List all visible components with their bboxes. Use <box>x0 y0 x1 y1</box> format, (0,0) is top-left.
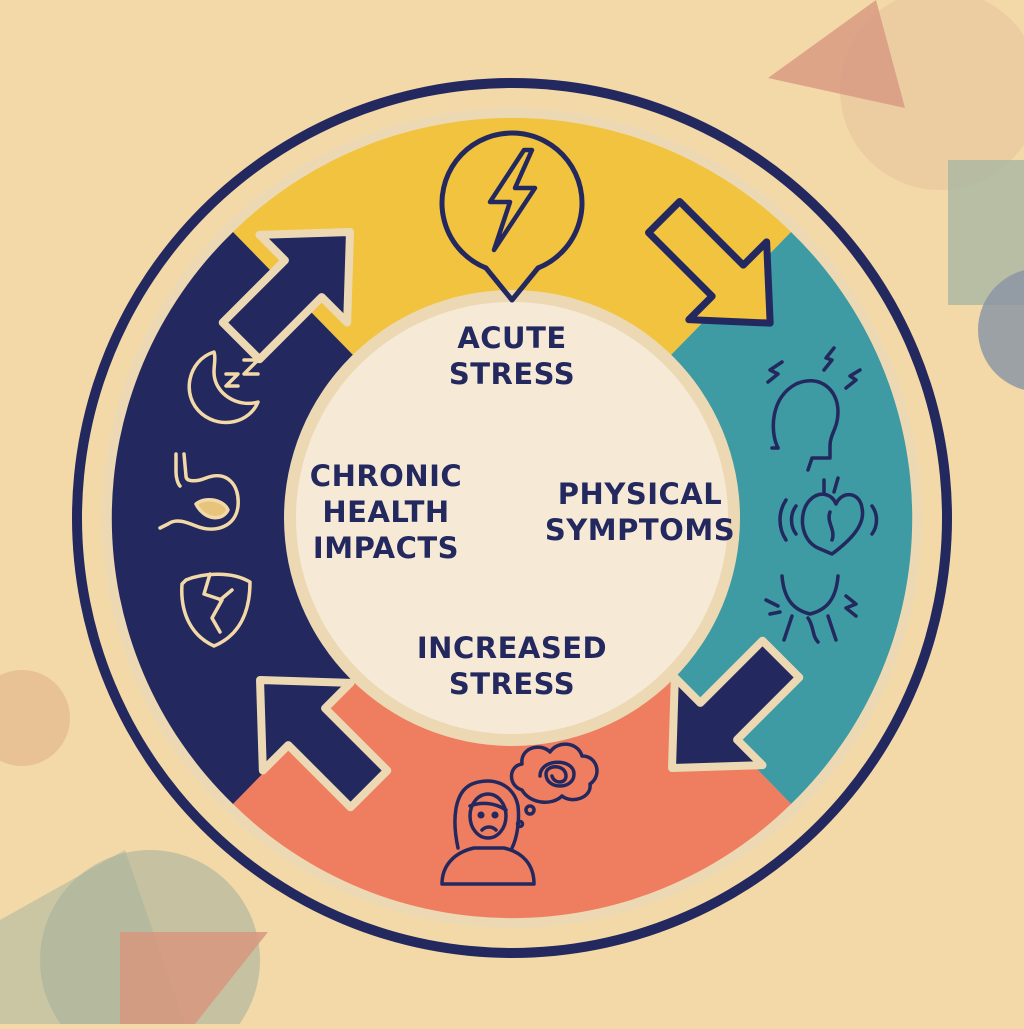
cycle-arrows <box>218 198 804 812</box>
lightning-bolt-icon <box>439 130 585 303</box>
tangled-thought-icon <box>509 742 599 829</box>
label-acute-line-2: STRESS <box>448 357 576 391</box>
neck-pain-icon <box>764 574 858 644</box>
label-acute-stress: ACUTE STRESS <box>412 320 612 392</box>
label-chronic-line-1: CHRONIC <box>309 459 463 493</box>
sleep-moon-icon <box>187 350 260 425</box>
label-chronic-line-3: IMPACTS <box>312 531 460 565</box>
stomach-icon <box>158 452 240 531</box>
label-chronic-health-impacts: CHRONIC HEALTH IMPACTS <box>296 458 476 566</box>
label-chronic-line-2: HEALTH <box>322 495 450 529</box>
label-physical-line-2: SYMPTOMS <box>544 513 736 547</box>
bg-circle-right <box>978 270 1024 390</box>
arrow-chronic-to-acute <box>218 228 354 364</box>
bg-circle-left <box>0 670 70 766</box>
bg-triangle-bottom-left <box>120 932 268 1024</box>
arrow-physical-to-increased <box>668 636 804 772</box>
label-physical-line-1: PHYSICAL <box>557 477 723 511</box>
headache-icon <box>766 346 862 472</box>
bg-triangle-top-right <box>768 0 905 108</box>
arrow-acute-to-physical <box>645 198 774 327</box>
label-acute-line-1: ACUTE <box>457 321 567 355</box>
label-increased-stress: INCREASED STRESS <box>392 630 632 702</box>
center-disc <box>296 302 728 734</box>
cracked-shield-icon <box>180 572 252 648</box>
heart-icon <box>778 476 879 556</box>
label-increased-line-1: INCREASED <box>416 631 608 665</box>
label-increased-line-2: STRESS <box>448 667 576 701</box>
label-physical-symptoms: PHYSICAL SYMPTOMS <box>535 476 745 548</box>
worried-person-icon <box>440 779 536 886</box>
arrow-increased-to-chronic <box>256 676 392 812</box>
